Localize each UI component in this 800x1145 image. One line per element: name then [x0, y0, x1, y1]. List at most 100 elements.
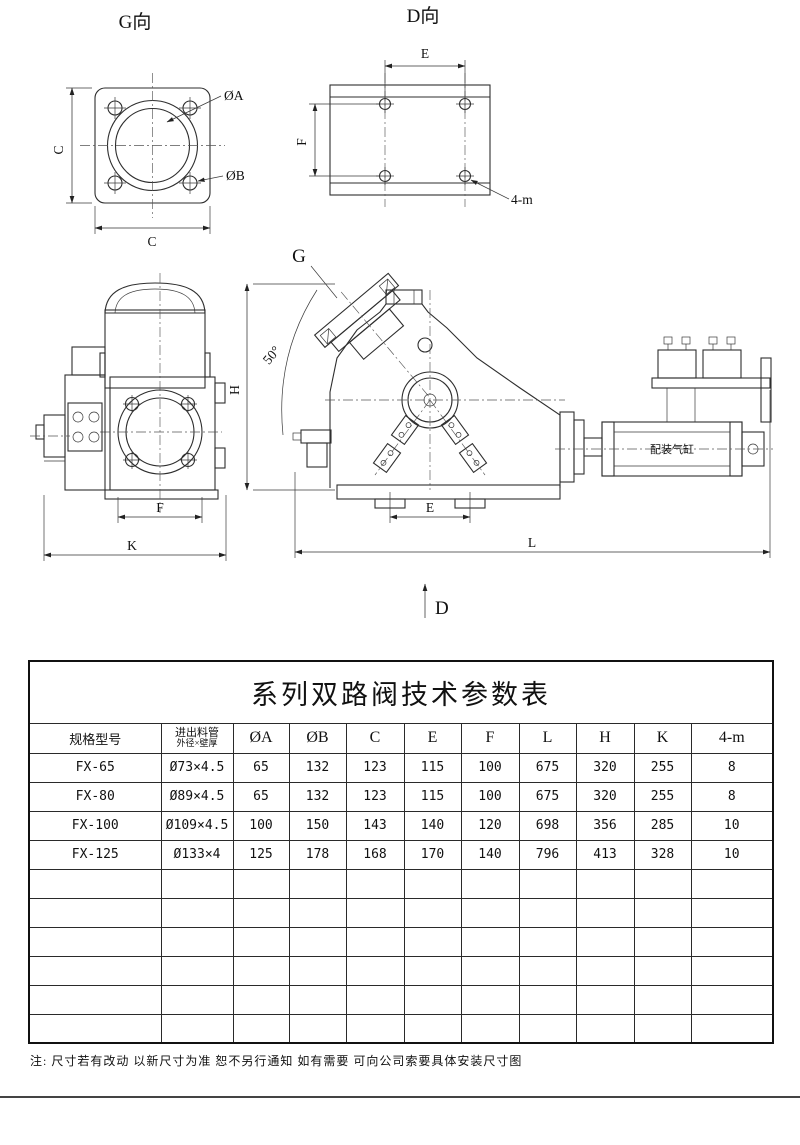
spec-cell: 285 [633, 810, 692, 841]
empty-cell [288, 1013, 347, 1044]
empty-cell [160, 955, 234, 986]
flange-angle-label: 50° [260, 343, 284, 367]
spec-cell: 143 [345, 810, 405, 841]
front-view-drawing: F K [30, 273, 227, 561]
dim-c-horizontal: C [94, 206, 211, 249]
dim-l: L [294, 390, 771, 558]
spec-cell: 100 [460, 781, 520, 812]
spec-cell: 10 [690, 810, 774, 841]
empty-cell [232, 984, 290, 1015]
empty-cell [518, 897, 577, 928]
spec-cell: 65 [232, 752, 290, 783]
swing-arm-pad [458, 442, 488, 474]
column-header: 4-m [690, 722, 774, 754]
empty-cell [232, 1013, 290, 1044]
empty-cell [460, 955, 520, 986]
empty-cell [232, 897, 290, 928]
empty-cell [160, 926, 234, 957]
dim-f-label: F [156, 500, 164, 515]
spec-cell: 150 [288, 810, 347, 841]
empty-row [28, 1013, 774, 1044]
spec-cell: Ø89×4.5 [160, 781, 234, 812]
dia-a-callout: ØA [166, 88, 244, 123]
empty-cell [288, 897, 347, 928]
dim-l-label: L [528, 535, 536, 550]
empty-cell [288, 926, 347, 957]
empty-cell [403, 955, 462, 986]
drawing-area: G向 [30, 5, 773, 619]
empty-cell [690, 868, 774, 899]
spec-cell: 132 [288, 752, 347, 783]
empty-cell [288, 868, 347, 899]
empty-cell [518, 926, 577, 957]
empty-cell [28, 897, 162, 928]
bolt-hole [179, 395, 197, 413]
spec-cell: 796 [518, 839, 577, 870]
dim-f-label: F [295, 138, 309, 146]
table-title: 系列双路阀技术参数表 [28, 660, 774, 724]
flange-face-outline [80, 73, 225, 218]
empty-row [28, 897, 774, 928]
empty-cell [633, 897, 692, 928]
spec-cell: 100 [232, 810, 290, 841]
d-view-drawing: D向 [295, 5, 533, 207]
dim-h-label: H [227, 385, 242, 395]
column-header: 进出料管外径×壁厚 [160, 722, 234, 754]
side-view-drawing: G 50° [227, 246, 773, 619]
empty-row [28, 868, 774, 899]
column-header: K [633, 722, 692, 754]
hole-count-callout: 4-m [470, 179, 533, 207]
empty-cell [28, 926, 162, 957]
base-plate [336, 484, 561, 509]
bolt-hole [104, 97, 126, 119]
empty-cell [28, 868, 162, 899]
mount-hole [456, 167, 474, 185]
empty-cell [403, 984, 462, 1015]
empty-cell [690, 955, 774, 986]
empty-cell [575, 926, 635, 957]
d-view-arrow: D [422, 583, 449, 619]
empty-cell [160, 1013, 234, 1044]
spec-cell: 170 [403, 839, 462, 870]
dia-a-label: ØA [224, 88, 244, 103]
spec-cell: FX-65 [28, 752, 162, 783]
column-header: L [518, 722, 577, 754]
empty-cell [633, 984, 692, 1015]
spec-cell: 675 [518, 752, 577, 783]
empty-row [28, 955, 774, 986]
air-cylinder-assembly: 配装气缸 [555, 411, 773, 483]
d-arrow-label: D [435, 598, 449, 619]
empty-cell [28, 984, 162, 1015]
g-view-title: G向 [119, 11, 152, 33]
empty-cell [575, 984, 635, 1015]
dia-b-callout: ØB [197, 168, 245, 183]
empty-cell [345, 1013, 405, 1044]
empty-cell [160, 868, 234, 899]
cylinder-label: 配装气缸 [650, 442, 694, 456]
spec-cell: Ø109×4.5 [160, 810, 234, 841]
empty-cell [690, 1013, 774, 1044]
valve-body-front [99, 273, 226, 513]
spec-cell: 8 [690, 781, 774, 812]
empty-cell [403, 926, 462, 957]
spec-cell: 328 [633, 839, 692, 870]
bolt-hole [123, 451, 141, 469]
spec-cell: 675 [518, 781, 577, 812]
empty-cell [345, 984, 405, 1015]
table-title-row: 系列双路阀技术参数表 [28, 660, 774, 724]
empty-cell [575, 1013, 635, 1044]
column-header: E [403, 722, 462, 754]
empty-cell [460, 897, 520, 928]
empty-cell [690, 926, 774, 957]
column-header: H [575, 722, 635, 754]
empty-cell [575, 897, 635, 928]
spec-cell: Ø73×4.5 [160, 752, 234, 783]
empty-cell [403, 868, 462, 899]
empty-cell [633, 955, 692, 986]
empty-cell [345, 926, 405, 957]
spec-cell: 10 [690, 839, 774, 870]
spec-cell: 413 [575, 839, 635, 870]
dim-h: H [227, 283, 335, 491]
